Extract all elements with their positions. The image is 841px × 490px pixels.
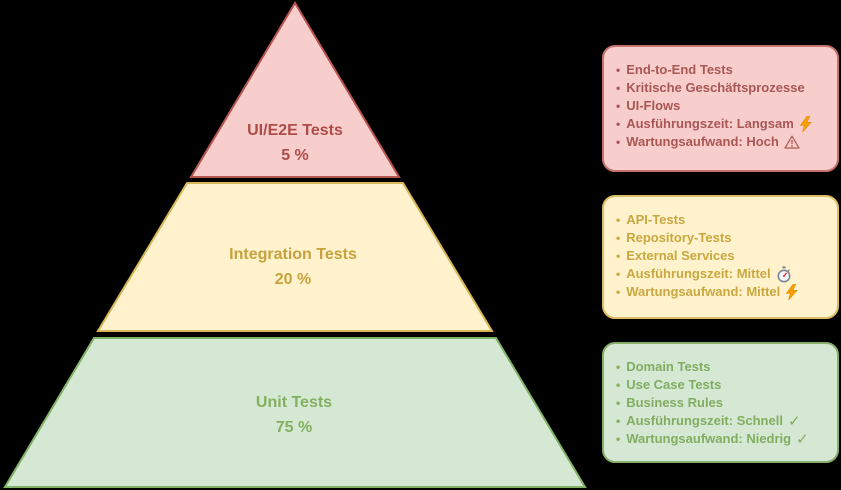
- list-item: • Repository-Tests: [613, 229, 829, 247]
- bullet: •: [616, 117, 621, 131]
- pyramid-layer-unit: [3, 337, 587, 488]
- lightning-icon: [785, 284, 799, 300]
- bullet: •: [616, 432, 621, 446]
- list-item: • Business Rules: [613, 394, 829, 412]
- bullet: •: [616, 285, 621, 299]
- list-item-label: Kritische Geschäftsprozesse: [626, 80, 805, 95]
- check-icon: ✓: [796, 430, 809, 448]
- callout-list: • End-to-End Tests • Kritische Geschäftspro…: [604, 47, 837, 163]
- bullet: •: [616, 81, 621, 95]
- list-item: • Wartungsaufwand: Mittel: [613, 283, 829, 301]
- list-item: • Use Case Tests: [613, 376, 829, 394]
- list-item: • End-to-End Tests: [613, 61, 829, 79]
- callout-ui-e2e: • End-to-End Tests • Kritische Geschäftspro…: [602, 45, 839, 172]
- bullet: •: [616, 231, 621, 245]
- callout-unit: • Domain Tests • Use Case Tests • Business Ru…: [602, 342, 839, 463]
- callout-list: • Domain Tests • Use Case Tests • Business Ru…: [604, 344, 837, 460]
- list-item: • UI-Flows: [613, 97, 829, 115]
- list-item: • Domain Tests: [613, 358, 829, 376]
- list-item-label: Ausführungszeit: Mittel: [626, 266, 771, 281]
- list-item-label: Ausführungszeit: Schnell: [626, 413, 783, 428]
- list-item-label: External Services: [626, 248, 735, 263]
- bullet: •: [616, 267, 621, 281]
- bullet: •: [616, 249, 621, 263]
- list-item: • Wartungsaufwand: Niedrig ✓: [613, 430, 829, 448]
- list-item-label: Wartungsaufwand: Mittel: [626, 284, 781, 299]
- pyramid: [3, 1, 587, 488]
- list-item: • Ausführungszeit: Langsam: [613, 115, 829, 133]
- bullet: •: [616, 378, 621, 392]
- list-item: • Kritische Geschäftsprozesse: [613, 79, 829, 97]
- list-item-label: Wartungsaufwand: Niedrig: [626, 431, 792, 446]
- bullet: •: [616, 99, 621, 113]
- list-item-label: Ausführungszeit: Langsam: [626, 116, 794, 131]
- pyramid-layer-ui-e2e: [189, 1, 401, 178]
- bullet: •: [616, 414, 621, 428]
- bullet: •: [616, 63, 621, 77]
- list-item: • API-Tests: [613, 211, 829, 229]
- list-item: • Ausführungszeit: Schnell ✓: [613, 412, 829, 430]
- bullet: •: [616, 396, 621, 410]
- stopwatch-icon: [776, 265, 792, 283]
- list-item-label: Repository-Tests: [626, 230, 732, 245]
- check-icon: ✓: [787, 412, 801, 430]
- list-item-label: Use Case Tests: [626, 377, 722, 392]
- list-item-label: Business Rules: [626, 395, 724, 410]
- bullet: •: [616, 360, 621, 374]
- list-item-label: Wartungsaufwand: Hoch: [626, 134, 779, 149]
- callout-integration: • API-Tests • Repository-Tests • External Ser…: [602, 195, 839, 319]
- list-item: • External Services: [613, 247, 829, 265]
- list-item: • Ausführungszeit: Mittel: [613, 265, 829, 283]
- callout-list: • API-Tests • Repository-Tests • External Ser…: [604, 197, 837, 313]
- bullet: •: [616, 135, 621, 149]
- list-item: • Wartungsaufwand: Hoch: [613, 133, 829, 151]
- lightning-icon: [799, 116, 812, 132]
- pyramid-layer-integration: [96, 182, 494, 332]
- bullet: •: [616, 213, 621, 227]
- list-item-label: Domain Tests: [626, 359, 711, 374]
- warning-icon: [784, 135, 800, 149]
- list-item-label: End-to-End Tests: [626, 62, 733, 77]
- list-item-label: UI-Flows: [626, 98, 681, 113]
- list-item-label: API-Tests: [626, 212, 686, 227]
